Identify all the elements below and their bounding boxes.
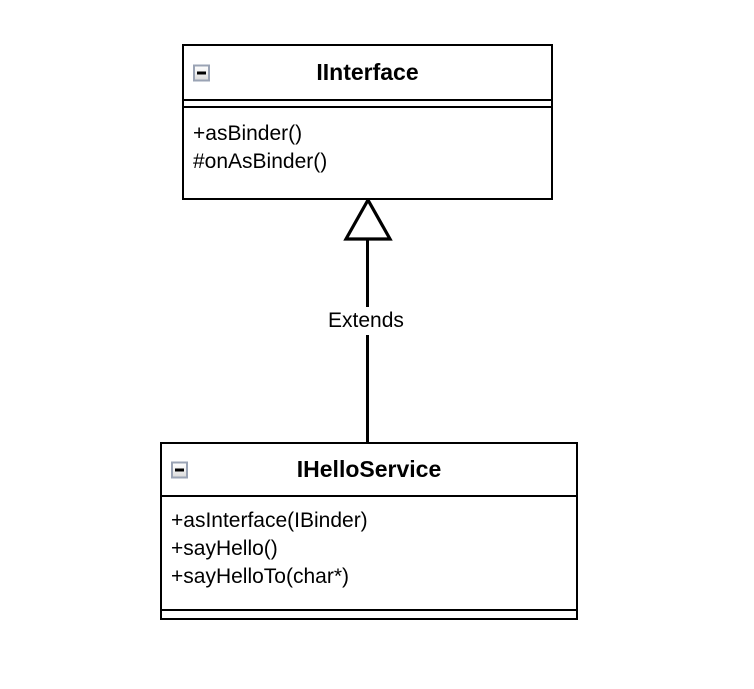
uml-class-name-ihelloservice: IHelloService (296, 456, 442, 482)
uml-member-sayhelloto: +sayHelloTo(char*) (171, 564, 349, 588)
uml-class-iinterface[interactable]: IInterface +asBinder() #onAsBinder() (182, 44, 553, 200)
minus-icon[interactable] (193, 64, 210, 81)
uml-members-iinterface: +asBinder() #onAsBinder() (184, 108, 551, 182)
uml-title-separator-ihelloservice (162, 495, 576, 497)
hollow-triangle-arrow-icon (343, 198, 393, 241)
uml-member-sayhello: +sayHello() (171, 536, 278, 560)
relationship-label-extends: Extends (322, 307, 410, 335)
uml-member-asbinder: +asBinder() (193, 122, 303, 145)
uml-class-title-row-iinterface: IInterface (184, 46, 551, 99)
minus-bar (175, 468, 184, 471)
uml-class-ihelloservice[interactable]: IHelloService +asInterface(IBinder) +say… (160, 442, 578, 620)
uml-member-asinterface: +asInterface(IBinder) (171, 509, 368, 532)
uml-class-title-row-ihelloservice: IHelloService (162, 444, 576, 495)
minus-icon[interactable] (171, 461, 188, 478)
uml-empty-compartment-ihelloservice (162, 609, 576, 618)
uml-empty-compartment-iinterface (184, 99, 551, 108)
uml-class-name-iinterface: IInterface (316, 59, 419, 85)
uml-member-onasbinder: #onAsBinder() (193, 149, 328, 173)
uml-members-ihelloservice: +asInterface(IBinder) +sayHello() +sayHe… (162, 497, 576, 595)
generalization-line (366, 238, 369, 444)
minus-bar (197, 71, 206, 74)
